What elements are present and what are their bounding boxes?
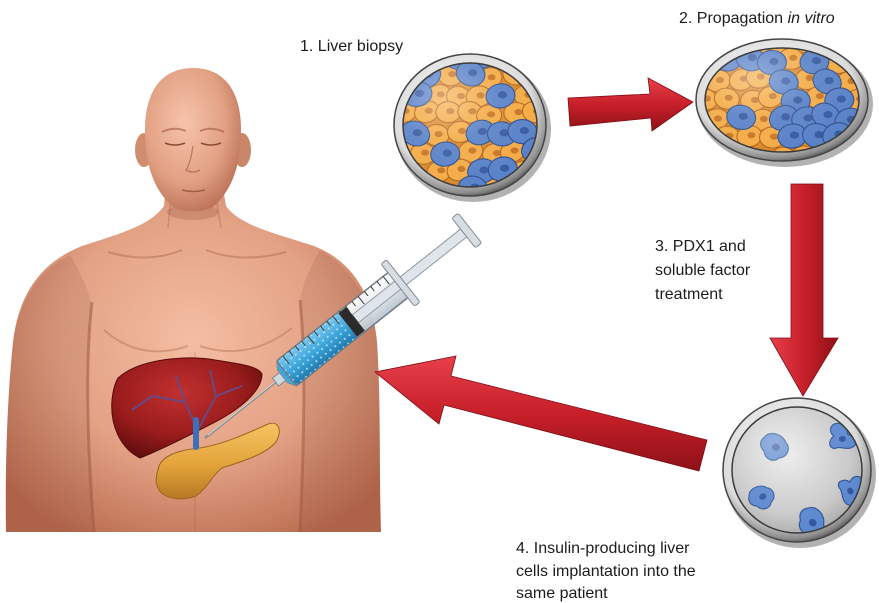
petri-dish-insulin-cells: [723, 398, 876, 548]
petri-dish-biopsy: [387, 41, 554, 202]
petri-dish-propagation: [691, 30, 873, 170]
dish-inner-edge: [705, 48, 859, 152]
step-4-line: cells implantation into the: [516, 563, 696, 580]
step-3-line: 3. PDX1 and: [655, 238, 746, 255]
dish-inner-edge: [403, 63, 537, 187]
arrow-biopsy-to-propagation: [568, 78, 693, 131]
step-2-label: 2. Propagation in vitro: [679, 10, 835, 27]
patient-head: [145, 68, 241, 211]
step-4-line: same patient: [516, 585, 608, 602]
step-3-line: treatment: [655, 286, 723, 303]
step-2-text: 2. Propagation: [679, 10, 783, 27]
step-1-label: 1. Liver biopsy: [300, 38, 403, 55]
step-2-italic-text: in vitro: [788, 10, 835, 27]
arrow-propagation-to-treatment: [770, 184, 838, 396]
step-4-label: 4. Insulin-producing liver cells implant…: [516, 540, 696, 602]
step-3-line: soluble factor: [655, 262, 751, 279]
syringe-plunger-rod: [352, 228, 468, 323]
step-4-line: 4. Insulin-producing liver: [516, 540, 690, 557]
arrow-implantation-to-patient: [375, 356, 707, 471]
dish-inner-edge: [732, 407, 862, 533]
step-3-label: 3. PDX1 and soluble factor treatment: [655, 238, 751, 303]
patient-figure: [6, 68, 381, 532]
left-arm-shading: [6, 255, 94, 532]
